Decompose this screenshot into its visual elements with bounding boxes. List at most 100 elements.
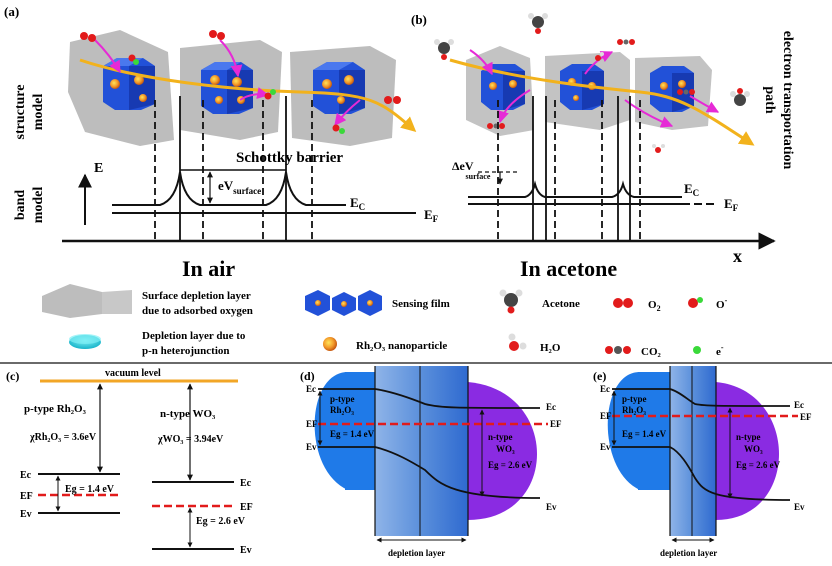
d-n-region: [468, 382, 537, 520]
legend-e-minus-text: e-: [716, 343, 724, 358]
panel-label-d: (d): [300, 369, 315, 383]
d-depletion-label: depletion layer: [388, 548, 445, 558]
d-n-type-2: WO₃: [496, 444, 515, 454]
e-p-type-2: Rh₂O₃: [622, 405, 646, 415]
electron-path-air: [79, 58, 417, 132]
legend-acetone-icon: [499, 289, 523, 314]
legend-nanoparticle-swatch: [323, 337, 337, 351]
c-eg-p-label: Eg = 1.4 eV: [65, 484, 115, 495]
e-axis-label: E: [94, 161, 103, 176]
panel-label-e: (e): [593, 369, 606, 383]
magenta-arrows: [94, 39, 720, 128]
d-ef-left: EF: [306, 419, 318, 429]
ec-label-acetone: EC: [684, 181, 699, 198]
e-ev-right: Ev: [794, 502, 805, 512]
e-n-type-1: n-type: [736, 432, 761, 442]
panel-label-a: (a): [4, 4, 19, 19]
d-p-region: [314, 372, 348, 490]
svg-text:model: model: [31, 187, 46, 224]
oxygen-molecules: [80, 30, 401, 134]
e-n-type-2: WO₃: [744, 444, 763, 454]
e-ev-left: Ev: [600, 442, 611, 452]
band-lines-acetone: [468, 180, 682, 205]
d-p-region-fill: [345, 372, 375, 490]
c-p-ev-label: Ev: [20, 509, 32, 520]
d-ec-left: Ec: [306, 384, 316, 394]
e-ec-right: Ec: [794, 400, 804, 410]
c-p-ec-label: Ec: [20, 470, 32, 481]
panel-label-c: (c): [6, 369, 19, 383]
svg-text:path: path: [762, 86, 777, 113]
c-n-ef-label: EF: [240, 502, 253, 513]
legend-o2-text: O2: [648, 299, 661, 313]
e-ef-right: EF: [800, 412, 812, 422]
e-depletion-region: [670, 366, 716, 536]
d-depletion-region: [375, 366, 468, 536]
electron-path-acetone: [449, 58, 755, 146]
c-p-ef-label: EF: [20, 491, 33, 502]
h2o-co2-molecules: [487, 39, 695, 153]
legend-o-minus-text: O-: [716, 296, 728, 311]
legend-depletion-text-1: Surface depletion layer: [142, 290, 251, 302]
d-ev-right: Ev: [546, 502, 557, 512]
d-eg-p: Eg = 1.4 eV: [330, 429, 375, 439]
e-p-type-1: p-type: [622, 394, 647, 404]
legend-acetone-text: Acetone: [542, 298, 580, 310]
svg-text:structure: structure: [13, 85, 28, 140]
d-ec-right: Ec: [546, 402, 556, 412]
c-chi-p-label: χRh₂O₃ = 3.6eV: [29, 432, 97, 443]
ev-surface-label: eVsurface: [218, 178, 261, 196]
legend-sensing-film-swatch: [305, 290, 382, 316]
d-eg-n: Eg = 2.6 eV: [488, 460, 533, 470]
svg-text:band: band: [13, 190, 28, 221]
ef-label-acetone: EF: [724, 196, 739, 213]
c-n-ev-label: Ev: [240, 545, 252, 556]
c-n-ec-label: Ec: [240, 478, 252, 489]
x-axis-label: x: [733, 246, 742, 266]
grain-center-lines: [179, 96, 631, 240]
schottky-label: Schottky barrier: [236, 150, 343, 166]
legend-depletion-text-2: due to adsorbed oxygen: [142, 305, 253, 317]
e-p-region-fill: [638, 372, 670, 490]
legend: Surface depletion layer due to adsorbed …: [42, 284, 728, 358]
band-model-label: band model: [13, 187, 46, 224]
vacuum-level-label: vacuum level: [105, 368, 161, 379]
legend-h2o-icon: [508, 333, 527, 351]
sensing-cubes-a: [103, 58, 365, 114]
legend-pn-text-1: Depletion layer due to: [142, 330, 246, 342]
svg-text:electron transportation: electron transportation: [780, 31, 795, 170]
e-ec-left: Ec: [600, 384, 610, 394]
legend-depletion-swatch: [42, 284, 102, 318]
e-eg-n: Eg = 2.6 eV: [736, 460, 781, 470]
d-n-type-1: n-type: [488, 432, 513, 442]
e-band-lines: [612, 388, 791, 501]
d-band-lines: [318, 388, 541, 499]
c-eg-n-label: Eg = 2.6 eV: [196, 516, 246, 527]
svg-text:model: model: [31, 94, 46, 131]
panel-label-b: (b): [411, 12, 427, 27]
ec-label-air: EC: [350, 195, 365, 212]
legend-co2-text: CO₂: [641, 346, 662, 358]
c-n-type-label: n-type WO₃: [160, 408, 216, 420]
c-p-type-label: p-type Rh₂O₃: [24, 403, 87, 415]
in-acetone-title: In acetone: [520, 256, 617, 281]
legend-sensing-film-text: Sensing film: [392, 298, 450, 310]
electron-path-label: electron transportation path: [762, 31, 795, 170]
d-ev-left: Ev: [306, 442, 317, 452]
d-ef-right: EF: [550, 419, 562, 429]
e-eg-p: Eg = 1.4 eV: [622, 429, 667, 439]
acetone-molecules: [434, 13, 750, 106]
in-air-title: In air: [182, 256, 235, 281]
e-depletion-label: depletion layer: [660, 548, 717, 558]
ef-label-air: EF: [424, 207, 439, 224]
structure-model-label: structure model: [13, 85, 46, 140]
e-ef-left: EF: [600, 411, 612, 421]
legend-pn-text-2: p-n heterojunction: [142, 345, 230, 357]
legend-nanoparticle-text: Rh₂O₃ nanoparticle: [356, 340, 447, 352]
d-p-type-1: p-type: [330, 394, 355, 404]
legend-h2o-text: H₂O: [540, 342, 561, 354]
band-lines-air: [112, 169, 410, 214]
